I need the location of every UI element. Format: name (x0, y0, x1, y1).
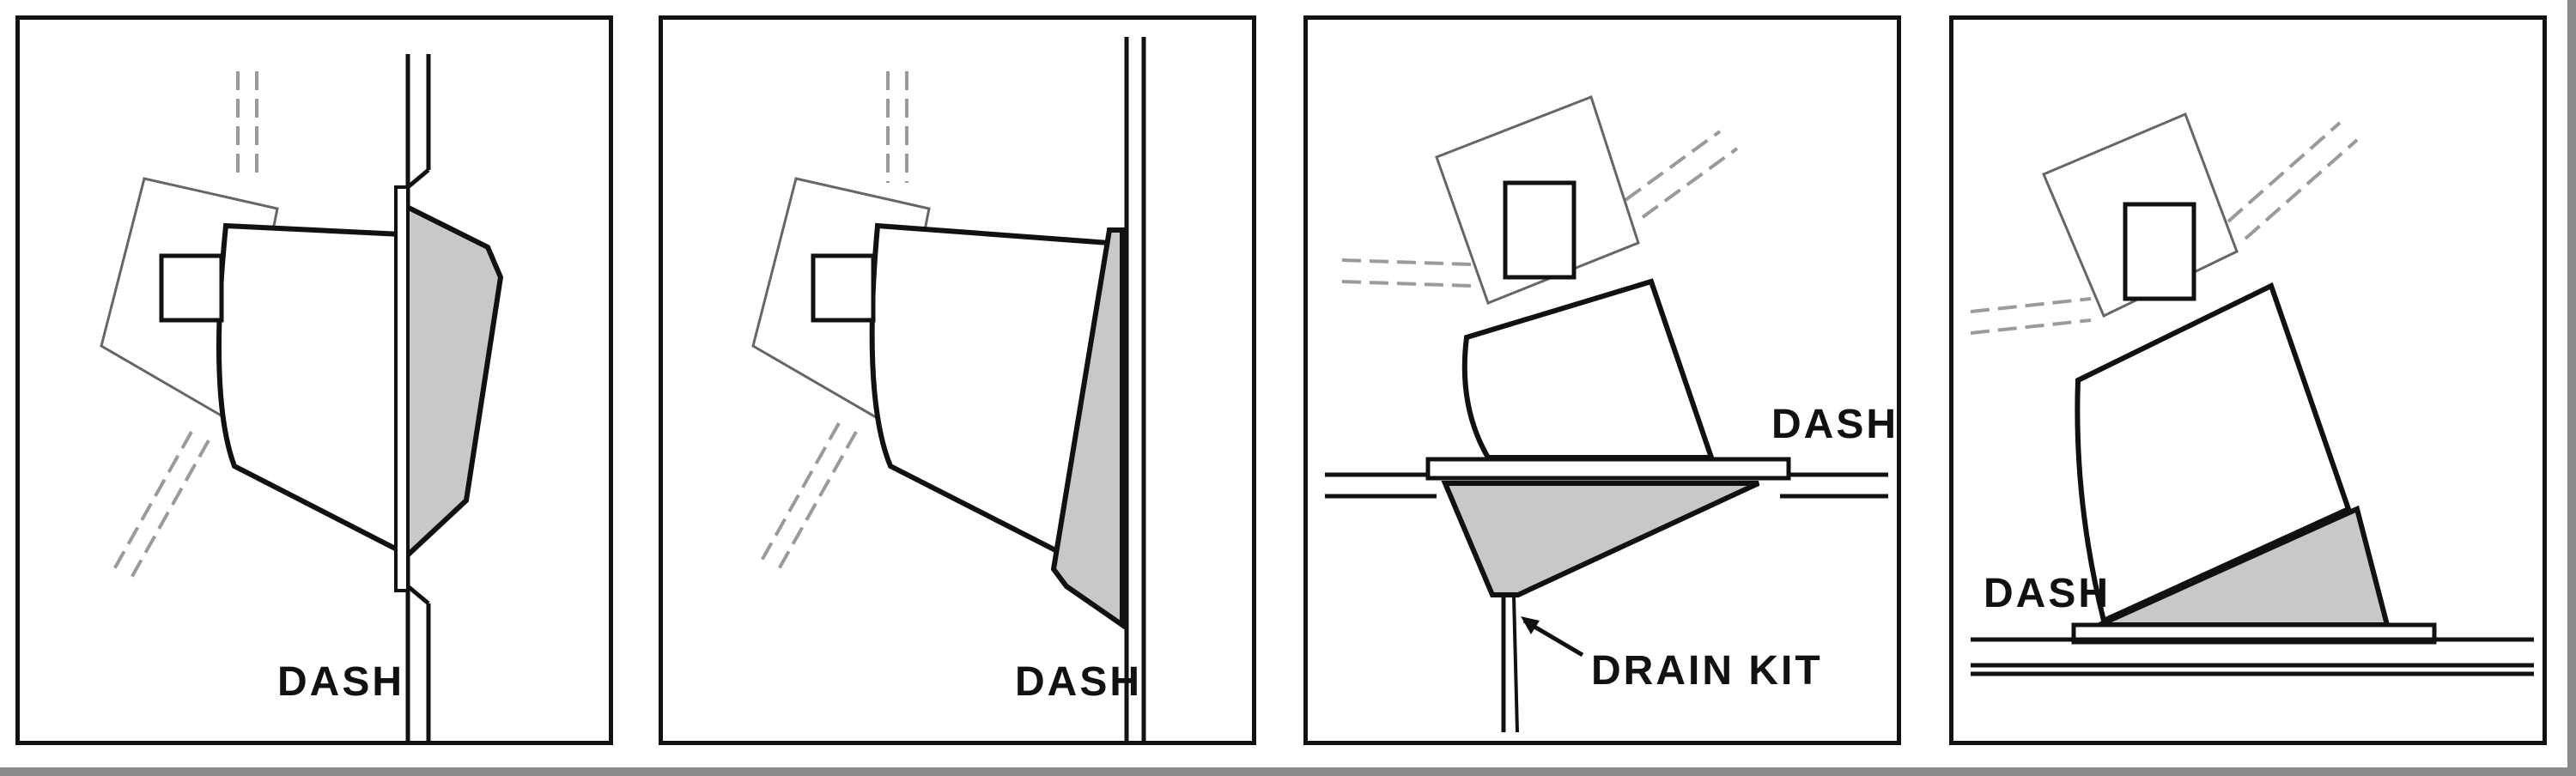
connector (159, 253, 224, 323)
connector (1503, 180, 1577, 280)
shaded-trim (1441, 481, 1760, 597)
dash-label: DASH (277, 659, 405, 705)
fixture-body (1461, 278, 1716, 460)
panel-4-drawing (1970, 112, 2534, 676)
dash-label: DASH (1771, 402, 1899, 447)
fixture-body (216, 222, 404, 556)
connector (2123, 202, 2196, 301)
dash-label: DASH (1015, 659, 1143, 705)
panel-2-drawing (751, 37, 1146, 741)
dash-plate (1425, 457, 1791, 481)
panel-3-drain-kit-mount: DASH DRAIN KIT (1303, 15, 1901, 745)
dash-plate (394, 185, 410, 592)
panel-1-vertical-dash-mount: DASH (15, 15, 613, 745)
connector (811, 253, 876, 323)
dash-label: DASH (1984, 571, 2111, 616)
shaded-trim (1050, 227, 1125, 630)
panel-3-drawing (1325, 95, 1888, 733)
panel-2-angled-dash-mount: DASH (659, 15, 1256, 745)
drain-tube (1512, 596, 1519, 733)
drain-kit-label: DRAIN KIT (1591, 648, 1823, 694)
panel-1-drawing (100, 54, 504, 741)
panel-4-horizontal-dash-mount: DASH (1949, 15, 2547, 745)
shaded-trim (399, 200, 504, 567)
drain-kit-arrowhead (1521, 616, 1540, 634)
